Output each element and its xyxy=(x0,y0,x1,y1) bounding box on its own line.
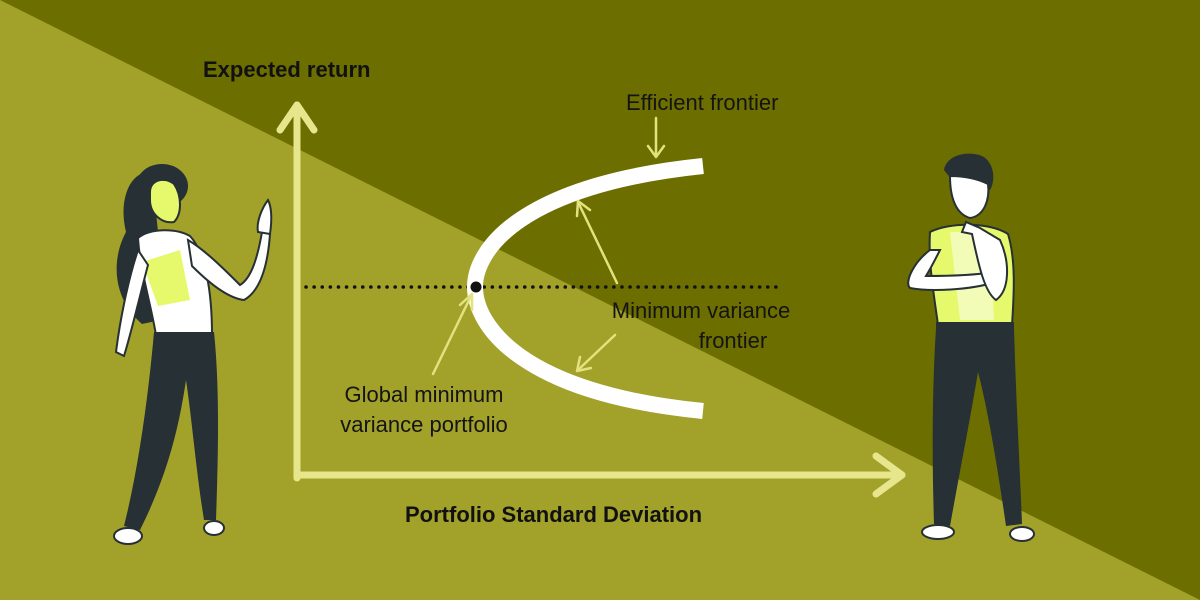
y-axis-arrowhead xyxy=(276,101,318,134)
pointer-arrows xyxy=(431,116,666,376)
mvf-lower-pointer-head xyxy=(575,355,593,373)
woman-shoe-left xyxy=(113,527,143,545)
man-legs xyxy=(932,328,1022,526)
mvf-lower-pointer xyxy=(576,333,617,372)
x-axis-arrowhead xyxy=(872,452,906,498)
min-variance-frontier-label: Minimum variance frontier xyxy=(604,296,798,356)
axes xyxy=(276,101,906,498)
global-minimum-point xyxy=(470,281,482,293)
efficient-frontier-pointer-head xyxy=(646,144,666,159)
mvf-upper-pointer xyxy=(576,200,619,285)
y-axis-label: Expected return xyxy=(203,57,371,82)
man-shoe-right xyxy=(1009,526,1035,542)
man-arm-raised xyxy=(960,220,1009,302)
woman-shoe-right xyxy=(203,520,225,536)
x-axis-label: Portfolio Standard Deviation xyxy=(405,502,703,527)
mvf-upper-pointer-head xyxy=(575,199,592,218)
man-belt xyxy=(936,322,1014,330)
woman-arm-down xyxy=(114,247,150,358)
gmv-label-line2: variance portfolio xyxy=(340,412,508,437)
man-shoe-left xyxy=(921,524,955,540)
woman-shirt-highlight xyxy=(142,250,190,306)
gmv-label-line1: Global minimum xyxy=(344,382,504,407)
min-variance-frontier-line1: Minimum variance xyxy=(611,298,791,323)
woman-face xyxy=(149,178,181,224)
gmv-portfolio-label: Global minimum variance portfolio xyxy=(330,380,518,440)
woman-hand xyxy=(256,198,273,236)
gmv-pointer-head xyxy=(458,292,474,312)
man-face xyxy=(948,174,990,220)
min-variance-frontier-line2: frontier xyxy=(698,328,768,353)
woman-pointing-figure xyxy=(113,164,273,545)
man-thinking-figure xyxy=(907,153,1035,542)
woman-legs xyxy=(124,332,218,530)
efficient-frontier-label: Efficient frontier xyxy=(626,90,779,115)
gmv-pointer xyxy=(431,294,473,376)
